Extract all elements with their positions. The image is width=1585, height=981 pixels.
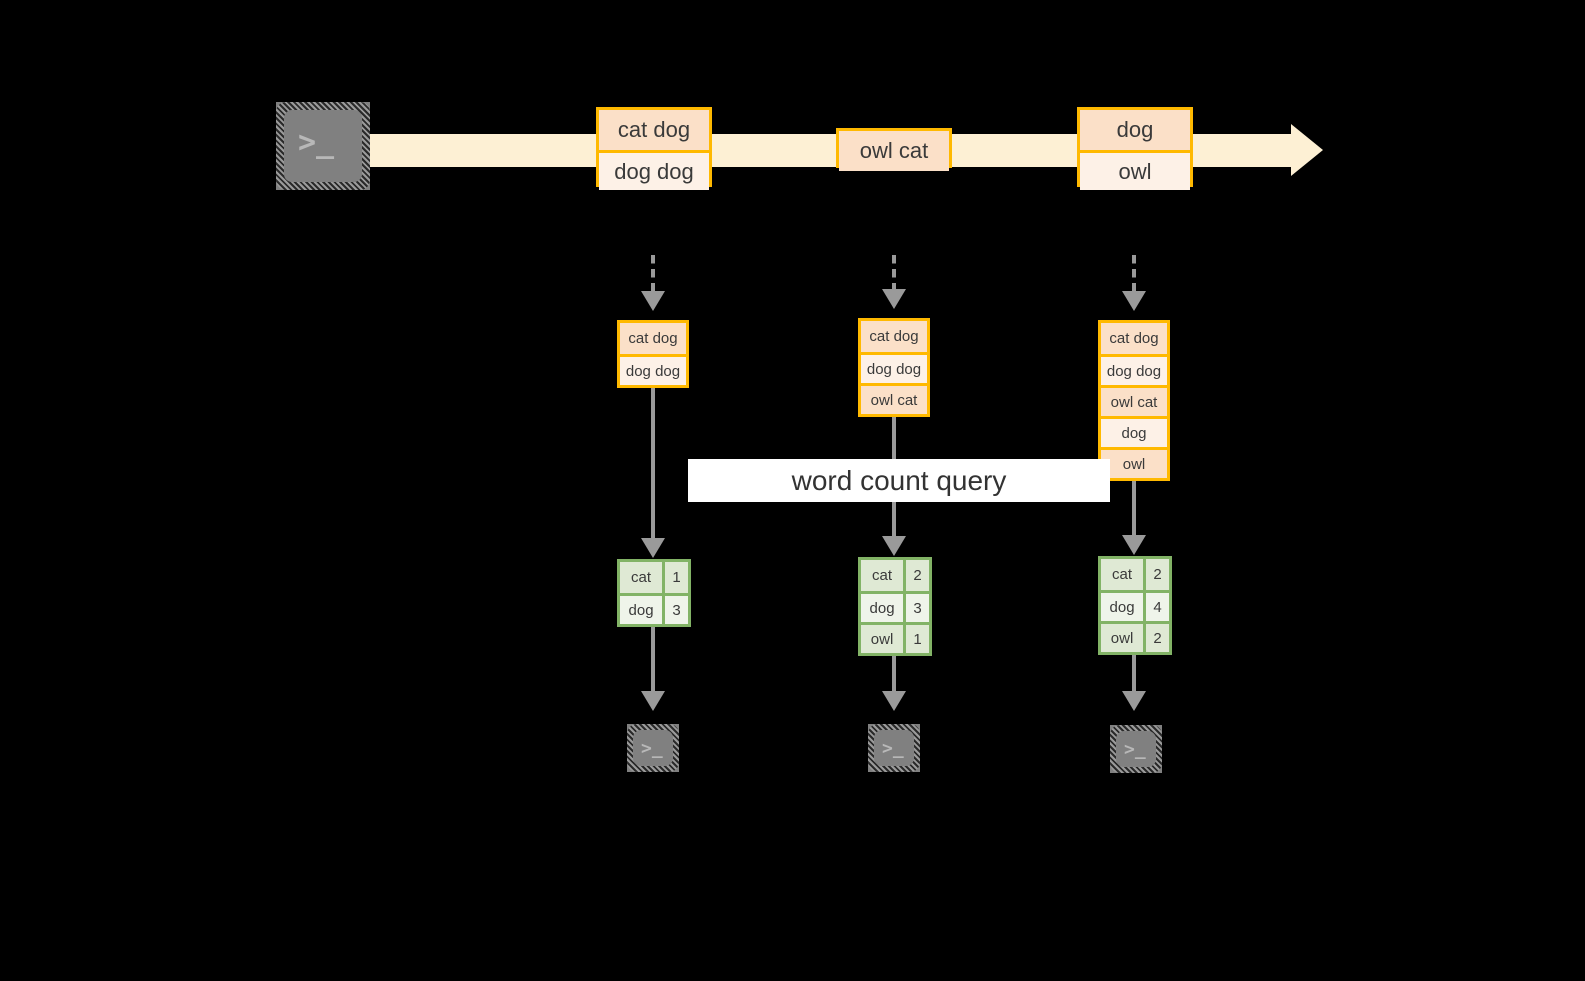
sink-terminal-1-icon: >_	[619, 716, 687, 780]
stream-to-batch-connector	[1132, 255, 1136, 293]
table-row: dog 3	[861, 591, 929, 622]
batch-row: dog dog	[861, 352, 927, 383]
terminal-screen	[633, 730, 673, 766]
result-count: 3	[903, 594, 929, 622]
result-3-to-sink-arrowhead-icon	[1122, 691, 1146, 711]
result-table-3: cat 2 dog 4 owl 2	[1098, 556, 1172, 655]
stream-record: owl	[1080, 150, 1190, 190]
terminal-prompt-glyph: >_	[882, 738, 904, 759]
result-count: 1	[662, 562, 688, 593]
batch-2-to-result-arrowhead-icon	[882, 536, 906, 556]
result-2-to-sink-arrowhead-icon	[882, 691, 906, 711]
stream-record: owl cat	[839, 131, 949, 171]
batch-row: dog dog	[1101, 354, 1167, 385]
table-row: dog 3	[620, 593, 688, 624]
batch-row: cat dog	[620, 323, 686, 354]
micro-batch-2-box: cat dog dog dog owl cat	[858, 318, 930, 417]
table-row: dog 4	[1101, 590, 1169, 621]
stream-to-batch-connector	[651, 255, 655, 293]
table-row: cat 1	[620, 562, 688, 593]
micro-batch-3-box: cat dog dog dog owl cat dog owl	[1098, 320, 1170, 481]
batch-row: cat dog	[1101, 323, 1167, 354]
stream-record: dog dog	[599, 150, 709, 190]
batch-row: owl	[1101, 447, 1167, 478]
result-table-1: cat 1 dog 3	[617, 559, 691, 627]
result-1-to-sink-connector	[651, 627, 655, 693]
result-word: cat	[861, 560, 904, 591]
result-word: owl	[1101, 624, 1144, 652]
result-count: 2	[903, 560, 929, 591]
result-1-to-sink-arrowhead-icon	[641, 691, 665, 711]
terminal-prompt-glyph: >_	[298, 125, 335, 160]
query-label: word count query	[688, 459, 1110, 502]
result-word: dog	[620, 596, 663, 624]
stream-group-2: owl cat	[836, 128, 952, 171]
terminal-screen	[1116, 731, 1156, 767]
batch-3-to-result-connector	[1132, 481, 1136, 538]
terminal-screen	[874, 730, 914, 766]
terminal-prompt-glyph: >_	[641, 738, 663, 759]
sink-terminal-2-icon: >_	[860, 716, 928, 780]
stream-to-batch-arrowhead-icon	[641, 291, 665, 311]
result-count: 1	[903, 625, 929, 653]
stream-record: cat dog	[599, 110, 709, 150]
stream-arrowhead-icon	[1291, 124, 1323, 176]
result-count: 4	[1143, 593, 1169, 621]
sink-terminal-3-icon: >_	[1102, 717, 1170, 781]
source-terminal-icon: >_	[268, 94, 378, 198]
batch-row: dog dog	[620, 354, 686, 385]
batch-1-to-result-connector	[651, 388, 655, 540]
result-3-to-sink-connector	[1132, 655, 1136, 693]
result-word: cat	[620, 562, 663, 593]
result-word: owl	[861, 625, 904, 653]
micro-batch-1-box: cat dog dog dog	[617, 320, 689, 388]
batch-1-to-result-arrowhead-icon	[641, 538, 665, 558]
result-word: cat	[1101, 559, 1144, 590]
result-word: dog	[1101, 593, 1144, 621]
batch-row: dog	[1101, 416, 1167, 447]
result-count: 2	[1143, 559, 1169, 590]
stream-group-3: dog owl	[1077, 107, 1193, 190]
stream-group-1: cat dog dog dog	[596, 107, 712, 190]
batch-row: owl cat	[861, 383, 927, 414]
terminal-prompt-glyph: >_	[1124, 739, 1146, 760]
batch-row: cat dog	[861, 321, 927, 352]
stream-to-batch-connector	[892, 255, 896, 291]
batch-3-to-result-arrowhead-icon	[1122, 535, 1146, 555]
result-count: 2	[1143, 624, 1169, 652]
table-row: owl 1	[861, 622, 929, 653]
result-table-2: cat 2 dog 3 owl 1	[858, 557, 932, 656]
stream-record: dog	[1080, 110, 1190, 150]
result-count: 3	[662, 596, 688, 624]
batch-row: owl cat	[1101, 385, 1167, 416]
table-row: owl 2	[1101, 621, 1169, 652]
table-row: cat 2	[861, 560, 929, 591]
stream-to-batch-arrowhead-icon	[882, 289, 906, 309]
result-word: dog	[861, 594, 904, 622]
result-2-to-sink-connector	[892, 656, 896, 693]
stream-to-batch-arrowhead-icon	[1122, 291, 1146, 311]
table-row: cat 2	[1101, 559, 1169, 590]
terminal-screen	[284, 110, 362, 182]
